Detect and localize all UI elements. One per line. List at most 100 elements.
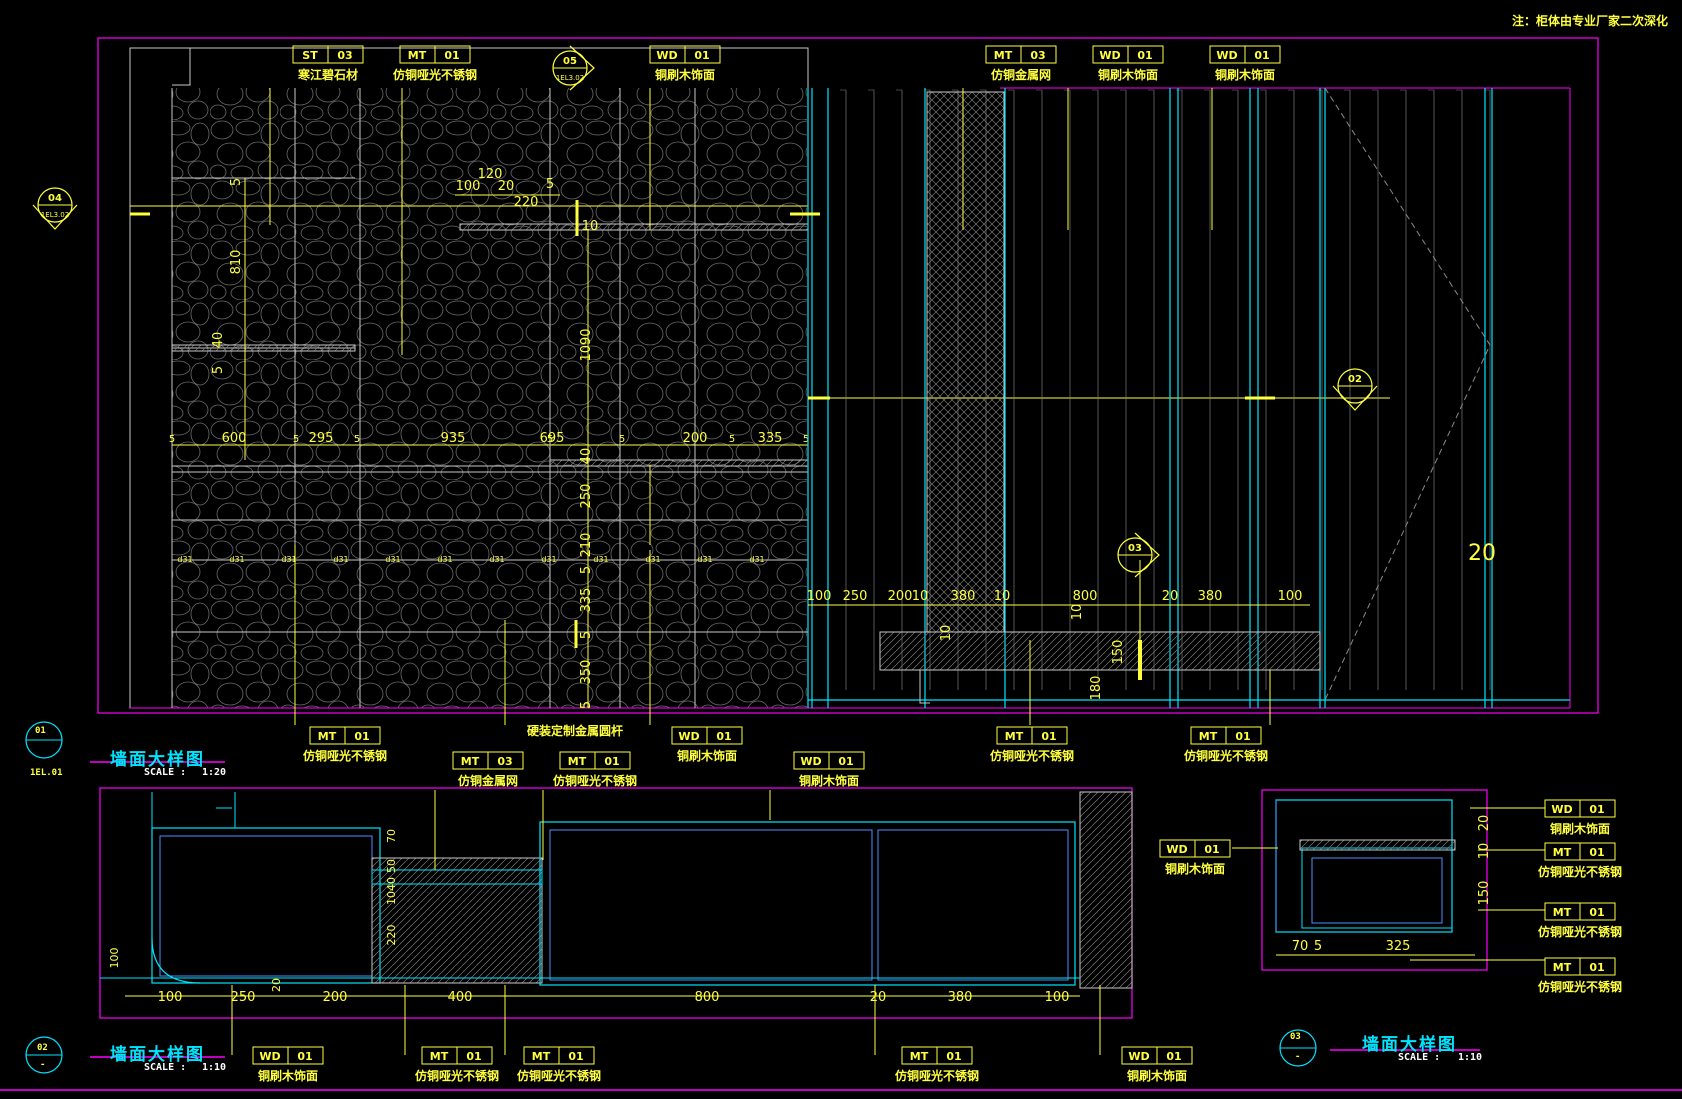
material-tag-code: MT (1553, 846, 1572, 859)
material-tag-code: MT (1553, 906, 1572, 919)
section-marker-number: 03 (1128, 543, 1142, 554)
right-dimension-value: 380 (951, 589, 976, 604)
right-vertical-dimension-value: 150 (1111, 640, 1126, 665)
plan-hatched-core (371, 857, 543, 984)
material-tag-number: 01 (1589, 961, 1604, 974)
material-tag-name: 铜刷木饰面 (677, 748, 737, 763)
view-03-title: 墙面大样图 (1362, 1035, 1457, 1055)
section-marker-number: 05 (563, 56, 577, 67)
material-tag-name: 铜刷木饰面 (655, 67, 715, 82)
plan-top-stub (151, 792, 236, 828)
section-marker-arrow (32, 204, 78, 230)
wood-grain-line (1484, 89, 1491, 690)
wood-grain-line (1372, 89, 1379, 690)
wood-grain-line (1176, 89, 1183, 690)
right-vertical-dimension-value: 180 (1089, 676, 1104, 701)
wood-grain-line (1260, 89, 1267, 690)
material-tag-code: MT (430, 1050, 449, 1063)
plan-cabinet-right-inner-b (877, 829, 1069, 981)
material-tag-name: 铜刷木饰面 (1550, 821, 1610, 836)
light-fixture-tag: d31 (437, 555, 452, 564)
rod-label: 硬装定制金属圆杆 (527, 723, 623, 738)
wood-grain-line (1120, 89, 1127, 690)
light-fixture-tag: d31 (177, 555, 192, 564)
material-tag-number: 01 (1254, 49, 1269, 62)
plan-dimension-value: 200 (323, 990, 348, 1005)
wood-grain-line (1400, 89, 1407, 690)
material-tag-code: MT (532, 1050, 551, 1063)
section-03-dimension-value: 20 (1477, 815, 1492, 832)
material-tag-number: 01 (1137, 49, 1152, 62)
section-marker-number: 04 (48, 193, 62, 204)
material-tag-name: 仿铜哑光不锈钢 (1538, 979, 1622, 994)
right-dimension-value: 200 (888, 589, 913, 604)
material-tag-code: MT (910, 1050, 929, 1063)
horizontal-dimension-value: 935 (441, 431, 466, 446)
wood-grain-line (1036, 89, 1043, 690)
vertical-dimension-value: 335 (579, 588, 594, 613)
material-tag-name: 仿铜哑光不锈钢 (990, 748, 1074, 763)
horizontal-dimension-value: 5 (547, 434, 553, 445)
section-marker-arrow (1134, 532, 1160, 578)
material-tag-code: WD (800, 755, 821, 768)
vertical-dimension-value: 210 (579, 533, 594, 558)
vertical-dimension-value: 5 (579, 566, 594, 574)
right-vertical-dimension-value: 10 (1070, 604, 1085, 621)
plan-vertical-dimension-value: 220 (385, 925, 398, 946)
plan-round-corner (151, 937, 201, 984)
wood-grain-line (1316, 89, 1323, 690)
horizontal-dimension-value: 335 (758, 431, 783, 446)
material-tag-name: 铜刷木饰面 (1165, 861, 1225, 876)
view-03-ref: - (1295, 1052, 1301, 1062)
view-02-number: 02 (37, 1043, 48, 1053)
top-dimension-value: 5 (546, 177, 554, 192)
plan-vertical-dimension-value: 50 (385, 859, 398, 873)
view-01-scale: 1:20 (202, 767, 227, 778)
material-tag-code: MT (1553, 961, 1572, 974)
vertical-dimension-value: 5 (579, 701, 594, 709)
vertical-dimension-value: 810 (229, 250, 244, 275)
view-03-frame (1261, 789, 1488, 971)
plan-wall-hatch (1079, 791, 1133, 989)
material-tag-name: 仿铜哑光不锈钢 (517, 1068, 601, 1083)
view-01-ref: 1EL.01 (30, 768, 63, 778)
plan-dimension-value: 100 (158, 990, 183, 1005)
view-03-number: 03 (1290, 1032, 1301, 1042)
material-tag-number: 01 (1204, 843, 1219, 856)
top-dimension-value: 100 (456, 179, 481, 194)
door-swing-line (1324, 87, 1491, 701)
material-tag-code: MT (568, 755, 587, 768)
section-marker-number: 02 (1348, 374, 1362, 385)
light-fixture-tag: d31 (489, 555, 504, 564)
material-tag-name: 仿铜哑光不锈钢 (553, 773, 637, 788)
plan-vertical-dimension-value: 10 (385, 891, 398, 905)
material-tag-code: MT (408, 49, 427, 62)
wood-grain-line (1288, 89, 1295, 690)
right-dimension-value: 100 (1278, 589, 1303, 604)
material-tag-name: 仿铜哑光不锈钢 (303, 748, 387, 763)
material-tag-name: 仿铜哑光不锈钢 (1538, 864, 1622, 879)
wood-grain-line (896, 89, 903, 690)
view-03-scale: 1:10 (1458, 1052, 1483, 1063)
vertical-dimension-value: 5 (579, 631, 594, 639)
material-tag-number: 03 (497, 755, 512, 768)
horizontal-dimension-value: 295 (309, 431, 334, 446)
vertical-dimension-value: 5 (229, 178, 244, 186)
plan-dimension-value: 100 (1045, 990, 1070, 1005)
plan-vertical-dimension-value: 40 (385, 877, 398, 891)
material-tag-number: 01 (1589, 803, 1604, 816)
view-02-scale-label: SCALE : (144, 1062, 187, 1073)
horizontal-dimension-value: 5 (293, 434, 299, 445)
material-tag-code: WD (656, 49, 677, 62)
top-left-notch (130, 47, 191, 86)
material-tag-code: WD (1166, 843, 1187, 856)
wood-grain-line (1428, 89, 1435, 690)
material-tag-code: WD (1128, 1050, 1149, 1063)
plan-vertical-dimension-value: 70 (385, 829, 398, 843)
plan-vertical-dimension-value: 20 (270, 978, 283, 992)
section-marker-arrow (569, 45, 595, 91)
material-tag-number: 03 (1030, 49, 1045, 62)
material-tag-number: 01 (297, 1050, 312, 1063)
plan-cabinet-right-inner-a (549, 829, 873, 981)
section-03-drawer (1301, 847, 1453, 929)
